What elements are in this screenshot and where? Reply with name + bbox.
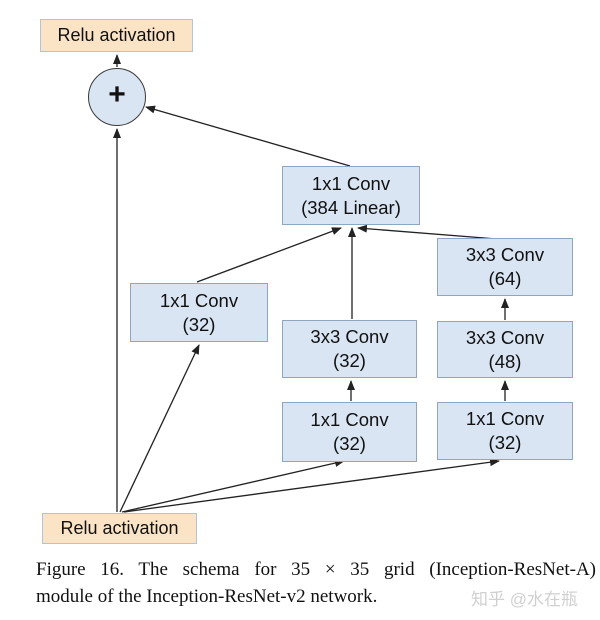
- branch2-conv-1x1-32-box: 1x1 Conv (32): [282, 402, 417, 462]
- zhihu-watermark: 知乎 @水在瓶: [471, 590, 578, 609]
- conv-1x1-384-line1: 1x1 Conv: [311, 172, 391, 194]
- branch2-conv-3x3-32-box: 3x3 Conv (32): [282, 320, 417, 378]
- branch3-conv-3x3-48-line2: (48): [488, 350, 522, 372]
- branch2-conv-1x1-32-line2: (32): [333, 433, 366, 454]
- branch2-conv-1x1-32-line1: 1x1 Conv: [310, 409, 389, 431]
- branch3-conv-1x1-32-line2: (32): [488, 432, 522, 453]
- branch3-conv-3x3-64-line1: 3x3 Conv: [465, 244, 545, 266]
- relu-activation-top-box: Relu activation: [40, 19, 193, 52]
- figure-caption-line1: Figure 16. The schema for 35 × 35 grid (…: [36, 559, 596, 580]
- relu-activation-bottom-box: Relu activation: [42, 513, 197, 544]
- branch2-conv-3x3-32-line1: 3x3 Conv: [310, 326, 389, 348]
- edge-relu-bottom-to-branch1: [119, 344, 200, 513]
- conv-1x1-384-linear-box: 1x1 Conv (384 Linear): [282, 166, 420, 225]
- edge-relu-bottom-to-branch3: [123, 458, 500, 513]
- conv-1x1-384-line2: (384 Linear): [301, 196, 401, 218]
- branch3-conv-1x1-32-box: 1x1 Conv (32): [437, 402, 573, 460]
- edge-relu-bottom-to-branch2: [121, 459, 345, 513]
- edge-branch1-to-conv384: [196, 227, 342, 283]
- relu-activation-bottom-label: Relu activation: [60, 517, 179, 538]
- relu-activation-top-label: Relu activation: [57, 24, 176, 45]
- branch1-conv-1x1-32-box: 1x1 Conv (32): [130, 283, 268, 342]
- edge-conv384-to-sum: [145, 105, 351, 167]
- plus-icon: +: [108, 77, 126, 111]
- elementwise-sum-circle: +: [88, 68, 146, 126]
- branch1-conv-1x1-32-line2: (32): [182, 313, 216, 335]
- edge-branch3-64-to-conv384: [357, 224, 498, 240]
- branch3-conv-3x3-64-line2: (64): [488, 268, 522, 289]
- branch3-conv-1x1-32-line1: 1x1 Conv: [465, 408, 545, 430]
- branch1-conv-1x1-32-line1: 1x1 Conv: [159, 289, 239, 311]
- branch3-conv-3x3-48-line1: 3x3 Conv: [465, 326, 545, 348]
- branch2-conv-3x3-32-line2: (32): [333, 350, 366, 371]
- branch3-conv-3x3-64-box: 3x3 Conv (64): [437, 238, 573, 296]
- branch3-conv-3x3-48-box: 3x3 Conv (48): [437, 321, 573, 378]
- figure-caption-line2: module of the Inception-ResNet-v2 networ…: [36, 586, 378, 607]
- figure-caption: Figure 16. The schema for 35 × 35 grid (…: [36, 556, 596, 610]
